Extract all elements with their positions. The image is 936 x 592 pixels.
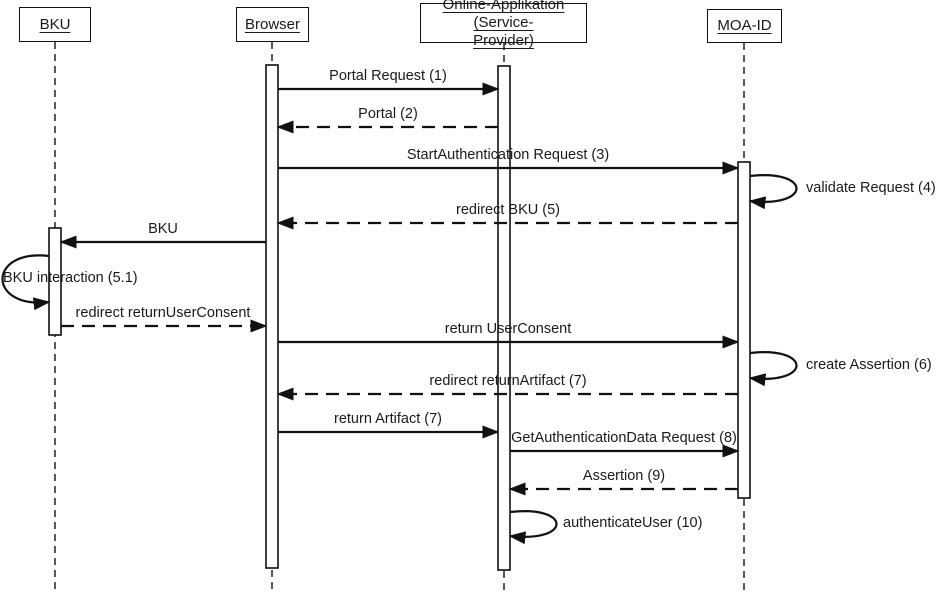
- activation-bar-bku: [48, 227, 62, 336]
- self-message-arrow-bku-interaction-5-1: [1, 254, 51, 311]
- actor-label-moa-id: MOA-ID: [717, 17, 772, 34]
- actor-box-online-applikation: Online-Applikation (Service- Provider): [420, 0, 587, 49]
- actor-box-browser: Browser: [236, 7, 309, 42]
- self-message-arrow-create-assertion-6: [748, 351, 798, 387]
- activation-bar-moa-id: [737, 161, 751, 499]
- activation-bar-browser: [265, 64, 279, 569]
- activation-bar-online-app: [497, 65, 511, 571]
- self-message-arrow-validate-request-4: [748, 174, 798, 210]
- actor-label-bku: BKU: [39, 15, 71, 33]
- actor-label-online-applikation: Online-Applikation (Service- Provider): [442, 0, 565, 49]
- actor-box-moa-id: MOA-ID: [707, 9, 782, 43]
- self-message-arrow-authenticateuser-10: [508, 510, 558, 545]
- actor-box-bku: BKU: [19, 7, 91, 42]
- actor-label-browser: Browser: [244, 15, 300, 33]
